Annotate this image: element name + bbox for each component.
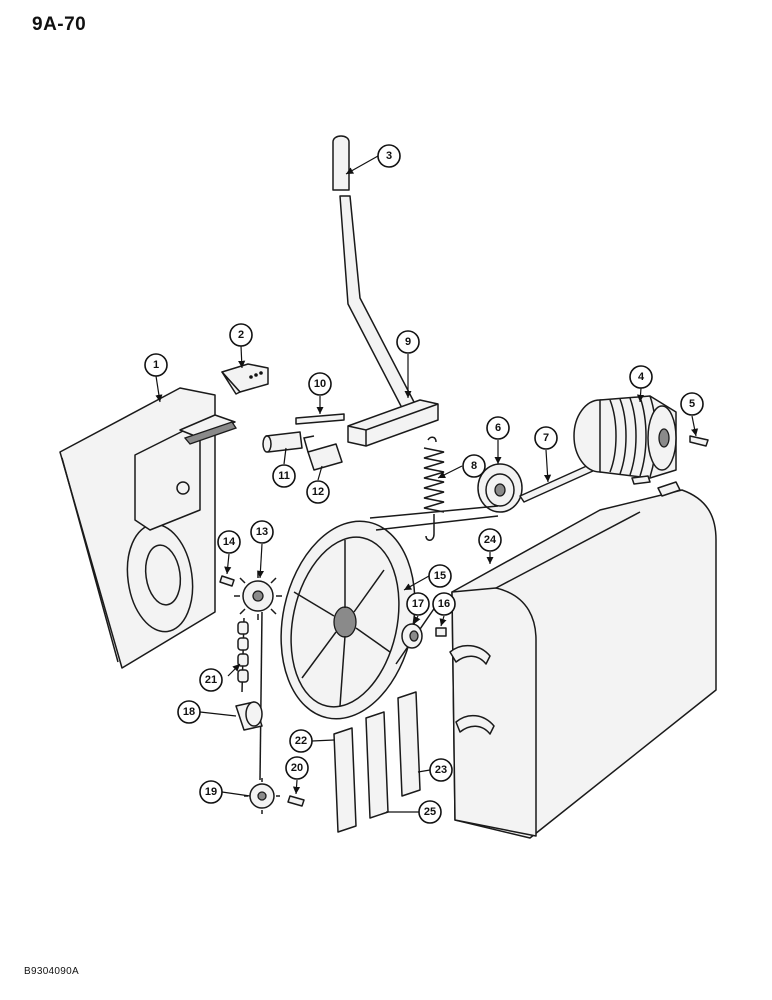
page-number-label: 9A-70 — [32, 14, 87, 35]
tension-spring — [423, 436, 445, 541]
svg-text:5: 5 — [689, 398, 695, 410]
small-key — [689, 435, 709, 447]
callout-3: 3 — [377, 144, 401, 168]
idler-pulley — [477, 463, 523, 513]
roller-drum — [573, 395, 677, 485]
callout-9: 9 — [396, 330, 420, 354]
callout-22: 22 — [289, 729, 313, 753]
svg-text:13: 13 — [256, 526, 268, 538]
large-pulley-wheel — [280, 505, 499, 720]
svg-text:8: 8 — [471, 460, 477, 472]
callout-18: 18 — [177, 700, 201, 724]
svg-text:7: 7 — [543, 432, 549, 444]
bushing-and-key — [401, 623, 447, 649]
side-shield-plate — [59, 387, 238, 669]
housing-shield — [449, 481, 717, 839]
guide-strips — [333, 691, 421, 833]
svg-text:20: 20 — [291, 762, 303, 774]
pin-and-clip-set — [262, 413, 345, 471]
small-bracket — [221, 363, 269, 395]
handle-lever — [332, 135, 439, 447]
svg-text:17: 17 — [412, 598, 424, 610]
svg-text:22: 22 — [295, 735, 307, 747]
upper-sprocket — [219, 572, 282, 620]
svg-text:3: 3 — [386, 150, 392, 162]
svg-text:19: 19 — [205, 786, 217, 798]
callout-2: 2 — [229, 323, 253, 347]
callout-5: 5 — [680, 392, 704, 416]
svg-text:25: 25 — [424, 806, 436, 818]
drawing-reference-code: B9304090A — [24, 966, 79, 977]
svg-text:2: 2 — [238, 329, 244, 341]
svg-text:21: 21 — [205, 674, 217, 686]
callout-23: 23 — [429, 758, 453, 782]
svg-text:16: 16 — [438, 598, 450, 610]
callout-11: 11 — [272, 464, 296, 488]
callout-25: 25 — [418, 800, 442, 824]
callout-19: 19 — [199, 780, 223, 804]
svg-text:4: 4 — [638, 371, 645, 383]
svg-text:15: 15 — [434, 570, 446, 582]
svg-text:1: 1 — [153, 359, 159, 371]
callout-17: 17 — [406, 592, 430, 616]
svg-text:14: 14 — [223, 536, 236, 548]
svg-text:24: 24 — [484, 534, 497, 546]
svg-text:18: 18 — [183, 706, 195, 718]
svg-text:12: 12 — [312, 486, 324, 498]
callout-8: 8 — [462, 454, 486, 478]
callout-16: 16 — [432, 592, 456, 616]
svg-text:11: 11 — [278, 470, 290, 482]
callout-7: 7 — [534, 426, 558, 450]
callout-6: 6 — [486, 416, 510, 440]
callout-15: 15 — [428, 564, 452, 588]
callout-10: 10 — [308, 372, 332, 396]
svg-text:9: 9 — [405, 336, 411, 348]
callout-13: 13 — [250, 520, 274, 544]
svg-text:23: 23 — [435, 764, 447, 776]
callout-24: 24 — [478, 528, 502, 552]
callout-4: 4 — [629, 365, 653, 389]
callout-markers: 1 2 3 4 5 6 7 8 9 10 11 12 13 14 15 16 1… — [144, 144, 704, 824]
callout-20: 20 — [285, 756, 309, 780]
callout-leaders — [155, 155, 699, 813]
svg-text:10: 10 — [314, 378, 326, 390]
callout-1: 1 — [144, 353, 168, 377]
svg-text:6: 6 — [495, 422, 501, 434]
drive-chain — [237, 611, 263, 781]
callout-21: 21 — [199, 668, 223, 692]
callout-14: 14 — [217, 530, 241, 554]
callout-12: 12 — [306, 480, 330, 504]
chain-bushing — [235, 701, 263, 731]
lower-sprocket — [244, 778, 305, 814]
